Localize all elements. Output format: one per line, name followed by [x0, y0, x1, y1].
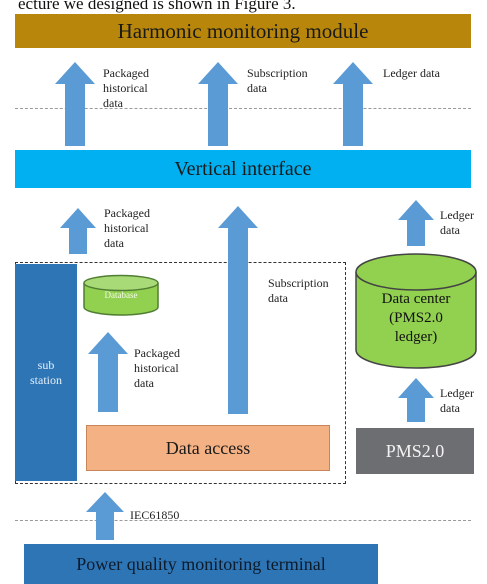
pms-box: PMS2.0 — [356, 428, 474, 474]
up-arrow-subscription-tall — [218, 206, 258, 414]
mid-label-subscription: Subscription data — [268, 276, 329, 305]
vertical-interface-label: Vertical interface — [174, 157, 312, 180]
top-label-ledger: Ledger data — [383, 66, 440, 80]
lower-dashed-divider — [15, 520, 471, 521]
up-arrow-packaged-top — [55, 62, 95, 146]
up-arrow-ledger-top — [333, 62, 373, 146]
up-arrow-packaged-inner — [88, 332, 128, 412]
substation-bar: sub station — [15, 264, 77, 481]
mid-label-ledger-upper: Ledger data — [440, 208, 474, 237]
vertical-interface: Vertical interface — [15, 150, 471, 188]
up-arrow-subscription-top — [198, 62, 238, 146]
harmonic-module-label: Harmonic monitoring module — [117, 18, 369, 43]
power-quality-terminal: Power quality monitoring terminal — [24, 544, 378, 584]
up-arrow-iec — [86, 492, 124, 540]
up-arrow-ledger-mid — [398, 200, 434, 246]
substation-label: sub station — [30, 357, 62, 387]
data-access-box: Data access — [86, 425, 330, 471]
top-caption: ecture we designed is shown in Figure 3. — [18, 0, 296, 13]
terminal-label: Power quality monitoring terminal — [76, 553, 326, 574]
database-label: Database — [104, 290, 138, 300]
upper-dashed-divider — [15, 108, 471, 109]
up-arrow-ledger-lower — [398, 378, 434, 422]
database-cylinder — [83, 274, 159, 316]
top-label-packaged: Packaged historical data — [103, 66, 149, 110]
up-arrow-packaged-mid — [60, 208, 96, 254]
pms-label: PMS2.0 — [385, 440, 445, 461]
top-label-subscription: Subscription data — [247, 66, 308, 95]
data-access-label: Data access — [165, 437, 251, 458]
mid-label-packaged: Packaged historical data — [104, 206, 150, 250]
data-center-label: Data center (PMS2.0 ledger) — [381, 291, 451, 345]
iec-label: IEC61850 — [130, 508, 180, 522]
harmonic-monitoring-module: Harmonic monitoring module — [15, 14, 471, 48]
mid-label-ledger-lower: Ledger data — [440, 386, 474, 415]
data-center-cylinder — [355, 253, 477, 369]
inner-label-packaged: Packaged historical data — [134, 346, 180, 390]
